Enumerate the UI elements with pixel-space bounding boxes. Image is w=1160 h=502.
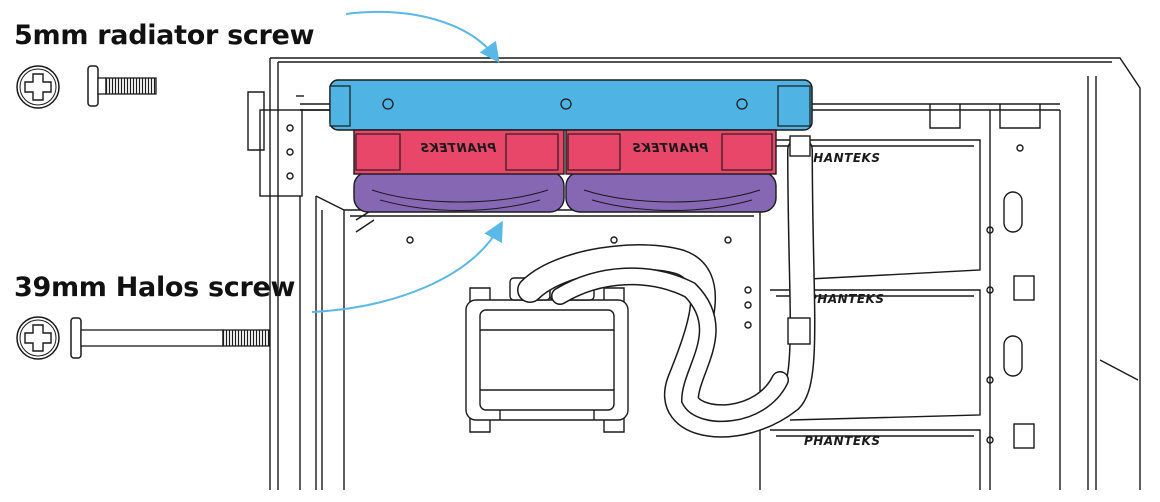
radiator-fan-left: PHANTEKS — [353, 129, 565, 213]
radiator-screw-hole-2 — [560, 98, 572, 110]
fan-right-brand: PHANTEKS — [632, 141, 709, 155]
pc-case — [247, 57, 1141, 490]
aio-pump-block — [465, 277, 629, 433]
radiator — [329, 79, 813, 131]
drive-sled-brand-labels: PHANTEKS PHANTEKS PHANTEKS — [804, 151, 885, 448]
halos-screw-head-icon — [16, 316, 60, 360]
halos-screw-arrow — [311, 220, 503, 313]
radiator-screw-hole-1 — [382, 98, 394, 110]
sled-brand-2: PHANTEKS — [808, 292, 885, 306]
halos-screw-side-icon — [70, 317, 270, 359]
radiator-screw-hole-3 — [736, 98, 748, 110]
sled-brand-3: PHANTEKS — [804, 434, 881, 448]
sled-brand-1: PHANTEKS — [804, 151, 881, 165]
fan-left-brand: PHANTEKS — [420, 141, 497, 155]
radiator-screw-label: 5mm radiator screw — [14, 20, 315, 51]
halos-screw-label: 39mm Halos screw — [14, 272, 296, 303]
radiator-fan-right: PHANTEKS — [565, 129, 777, 213]
radiator-screw-head-icon — [16, 65, 60, 109]
aio-tubing — [517, 135, 816, 438]
radiator-screw-arrow — [345, 11, 500, 63]
radiator-screw-side-icon — [87, 65, 157, 107]
